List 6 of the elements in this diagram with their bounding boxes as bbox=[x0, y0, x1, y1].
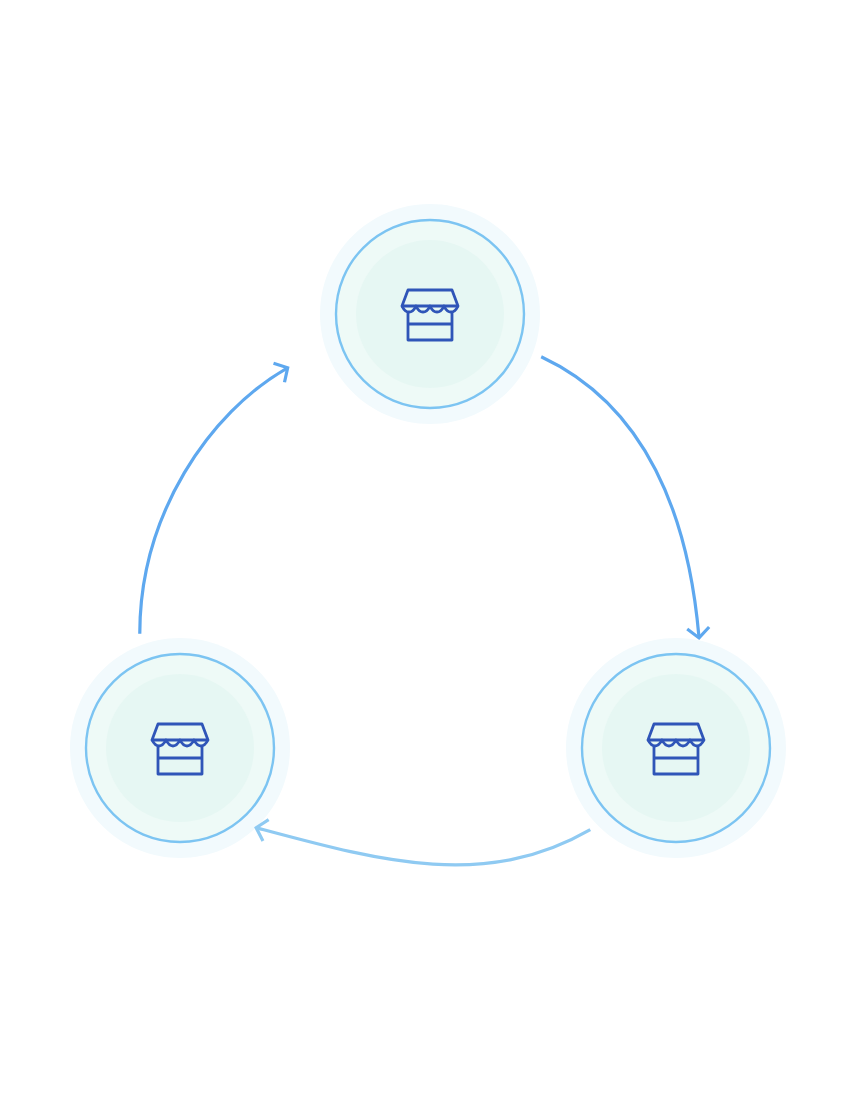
arrow bbox=[254, 818, 591, 867]
circle-node bbox=[320, 204, 540, 424]
circle-node bbox=[70, 638, 290, 858]
arrow bbox=[540, 355, 711, 641]
circle-node bbox=[566, 638, 786, 858]
arrow bbox=[138, 361, 290, 634]
